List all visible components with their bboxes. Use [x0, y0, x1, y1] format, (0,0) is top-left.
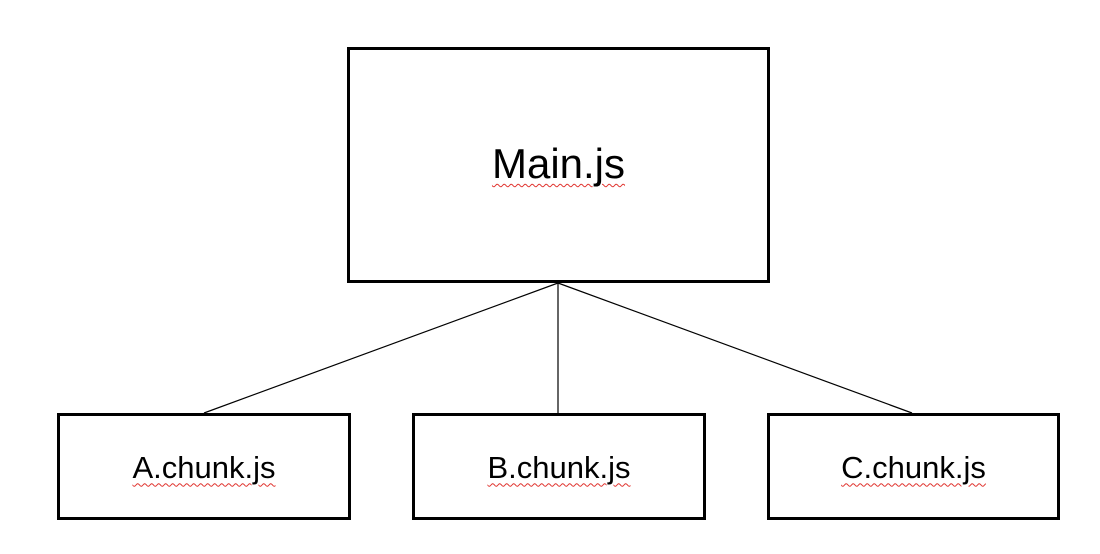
c-chunk-label: C.chunk.js	[841, 449, 986, 485]
b-chunk-label: B.chunk.js	[487, 449, 631, 485]
main-js-label: Main.js	[491, 140, 626, 187]
b-chunk-node: B.chunk.js	[412, 413, 706, 520]
c-chunk-node: C.chunk.js	[767, 413, 1060, 520]
connector-main-to-a	[203, 282, 559, 414]
connector-main-to-c	[557, 282, 913, 414]
a-chunk-node: A.chunk.js	[57, 413, 351, 520]
a-chunk-label: A.chunk.js	[132, 449, 276, 485]
main-js-node: Main.js	[347, 47, 770, 283]
